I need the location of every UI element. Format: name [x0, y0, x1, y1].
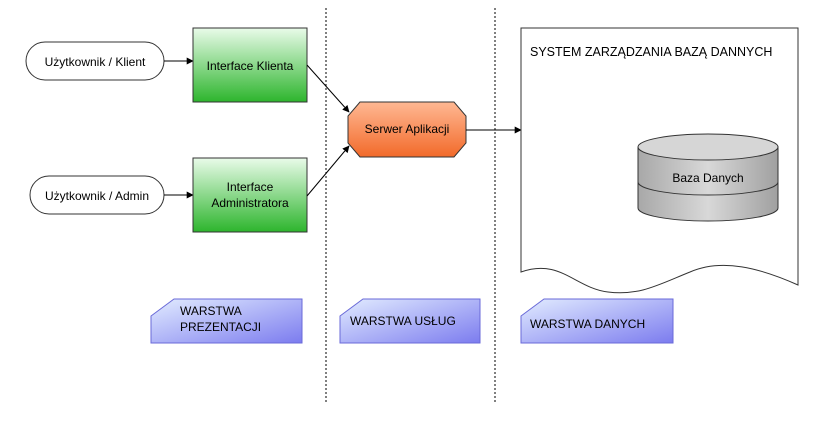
svg-text:WARSTWA: WARSTWA — [180, 304, 242, 318]
svg-text:Użytkownik / Admin: Użytkownik / Admin — [45, 189, 149, 203]
svg-text:Baza Danych: Baza Danych — [672, 171, 743, 185]
dbms-title: SYSTEM ZARZĄDZANIA BAZĄ DANNYCH — [530, 45, 772, 59]
svg-text:WARSTWA DANYCH: WARSTWA DANYCH — [530, 317, 645, 331]
actor-client: Użytkownik / Klient — [25, 41, 165, 81]
svg-text:Serwer Aplikacji: Serwer Aplikacji — [365, 122, 450, 136]
layer-services-label: WARSTWA USŁUG — [339, 298, 481, 344]
svg-text:Użytkownik / Klient: Użytkownik / Klient — [45, 55, 146, 69]
arrow-client-interface-to-server — [306, 64, 350, 113]
svg-text:Interface: Interface — [227, 180, 274, 194]
actor-admin: Użytkownik / Admin — [29, 175, 165, 215]
interface-client-box: Interface Klienta — [192, 27, 308, 103]
svg-text:Interface Klienta: Interface Klienta — [207, 59, 294, 73]
database-cylinder: Baza Danych — [637, 133, 779, 222]
application-server: Serwer Aplikacji — [347, 101, 467, 158]
arrow-admin-interface-to-server — [306, 145, 350, 197]
svg-text:Administratora: Administratora — [211, 196, 289, 210]
svg-text:WARSTWA USŁUG: WARSTWA USŁUG — [350, 314, 456, 328]
layer-presentation-label: WARSTWA PREZENTACJI — [150, 298, 303, 344]
layer-data-label: WARSTWA DANYCH — [520, 298, 674, 344]
svg-text:PREZENTACJI: PREZENTACJI — [180, 320, 261, 334]
interface-admin-box: Interface Administratora — [192, 157, 308, 233]
